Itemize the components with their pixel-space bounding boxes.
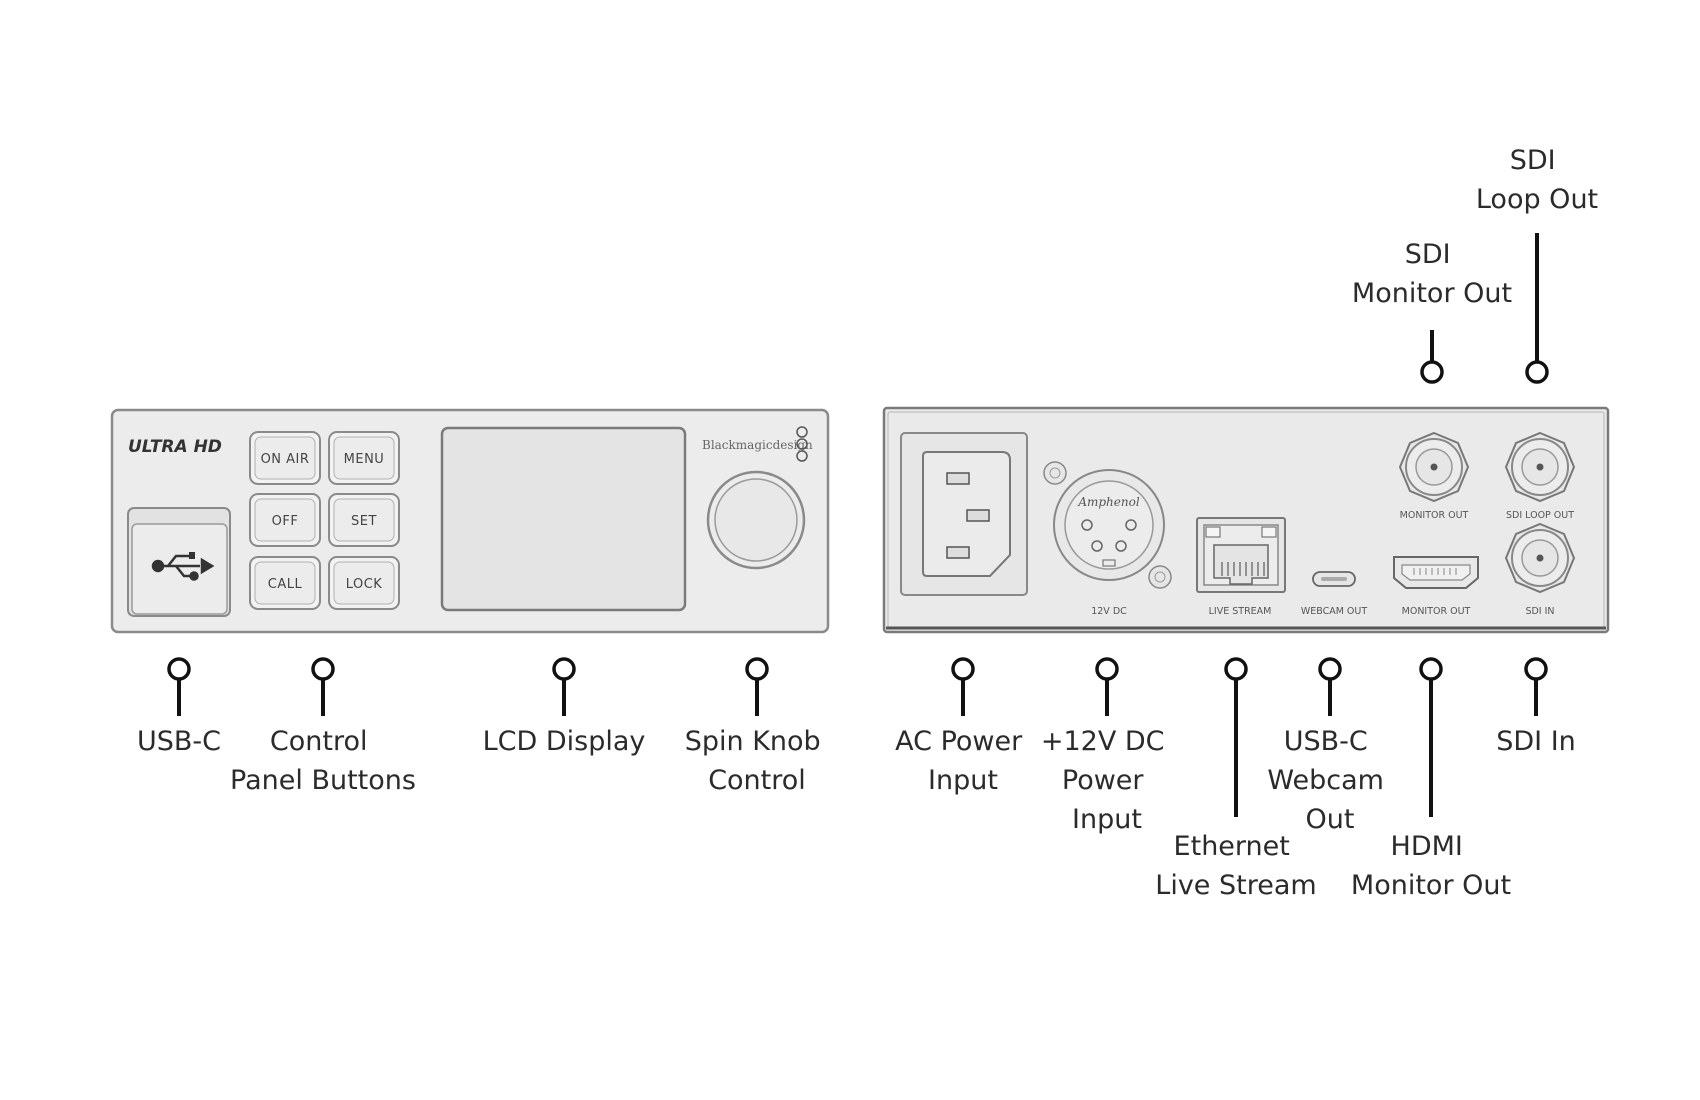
usb-c-leader xyxy=(167,657,191,716)
ethernet-leader xyxy=(1224,657,1248,817)
spin-knob-leader xyxy=(745,657,769,716)
sdi-monitor-out-connector: MONITOR OUT xyxy=(1398,431,1470,521)
on-air-button-label: ON AIR xyxy=(261,452,310,467)
ac-power-inlet xyxy=(900,432,1028,596)
sdi-monitor-out-leader xyxy=(1420,330,1444,384)
off-button[interactable]: OFF xyxy=(249,493,321,547)
lcd-display xyxy=(440,426,687,612)
sdi-monitor-out-port-label: MONITOR OUT xyxy=(1400,510,1469,521)
ac-power-leader xyxy=(951,657,975,716)
ac-power-callout: AC Power Input xyxy=(895,726,1031,796)
usb-c-port xyxy=(127,507,231,617)
set-button[interactable]: SET xyxy=(328,493,400,547)
hdmi-monitor-out-port-label: MONITOR OUT xyxy=(1402,606,1471,617)
ultra-hd-logo: ULTRA HD xyxy=(128,437,222,457)
sdi-in-connector: SDI IN xyxy=(1504,522,1576,617)
spin-knob[interactable] xyxy=(706,470,806,570)
hdmi-monitor-out-callout: HDMI Monitor Out xyxy=(1351,831,1511,901)
menu-button[interactable]: MENU xyxy=(328,431,400,485)
control-buttons-leader xyxy=(311,657,335,716)
usb-c-webcam-callout: USB-C Webcam Out xyxy=(1267,726,1392,835)
sdi-in-callout: SDI In xyxy=(1496,726,1576,757)
sdi-in-port-label: SDI IN xyxy=(1525,606,1554,617)
lcd-display-callout: LCD Display xyxy=(483,726,646,757)
sdi-in-leader xyxy=(1524,657,1548,716)
ethernet-port: LIVE STREAM xyxy=(1196,517,1286,617)
set-button-label: SET xyxy=(351,514,377,529)
sdi-loop-out-connector: SDI LOOP OUT xyxy=(1504,431,1576,521)
rear-panel: Amphenol 12V DC xyxy=(882,406,1610,634)
callout-leaders xyxy=(167,233,1549,817)
lock-button-label: LOCK xyxy=(346,577,383,592)
control-panel-buttons: ON AIR MENU OFF SET CALL xyxy=(249,431,400,610)
hdmi-port: MONITOR OUT xyxy=(1393,556,1479,617)
maker-logo: Blackmagicdesign xyxy=(702,438,813,452)
sdi-monitor-out-callout: SDI Monitor Out xyxy=(1352,239,1512,309)
menu-button-label: MENU xyxy=(344,452,385,467)
sdi-loop-out-leader xyxy=(1525,233,1549,384)
usb-c-webcam-port: WEBCAM OUT xyxy=(1301,571,1368,617)
lcd-display-leader xyxy=(552,657,576,716)
sdi-loop-out-callout: SDI Loop Out xyxy=(1476,145,1598,215)
on-air-button[interactable]: ON AIR xyxy=(249,431,321,485)
hdmi-leader xyxy=(1419,657,1443,817)
maker-logo-circles-icon xyxy=(796,426,808,462)
dc-port-label: 12V DC xyxy=(1091,606,1127,617)
dc-power-callout: +12V DC Power Input xyxy=(1041,726,1173,835)
sdi-loop-out-port-label: SDI LOOP OUT xyxy=(1506,510,1574,521)
usb-c-callout: USB-C xyxy=(137,726,221,757)
usb-icon xyxy=(151,552,215,581)
callout-labels: USB-C Control Panel Buttons LCD Display … xyxy=(137,145,1598,901)
ethernet-callout: Ethernet Live Stream xyxy=(1155,831,1316,901)
usb-c-webcam-leader xyxy=(1318,657,1342,716)
lock-button[interactable]: LOCK xyxy=(328,556,400,610)
spin-knob-callout: Spin Knob Control xyxy=(685,726,830,796)
off-button-label: OFF xyxy=(272,514,299,529)
live-stream-port-label: LIVE STREAM xyxy=(1209,606,1272,617)
front-panel: ULTRA HD ON AIR xyxy=(110,408,830,634)
control-panel-buttons-callout: Control Panel Buttons xyxy=(230,726,416,796)
dc-power-leader xyxy=(1095,657,1119,716)
dc-xlr-connector: Amphenol 12V DC xyxy=(1043,461,1172,617)
webcam-out-port-label: WEBCAM OUT xyxy=(1301,606,1368,617)
call-button-label: CALL xyxy=(268,577,303,592)
call-button[interactable]: CALL xyxy=(249,556,321,610)
xlr-brand-label: Amphenol xyxy=(1077,495,1140,509)
